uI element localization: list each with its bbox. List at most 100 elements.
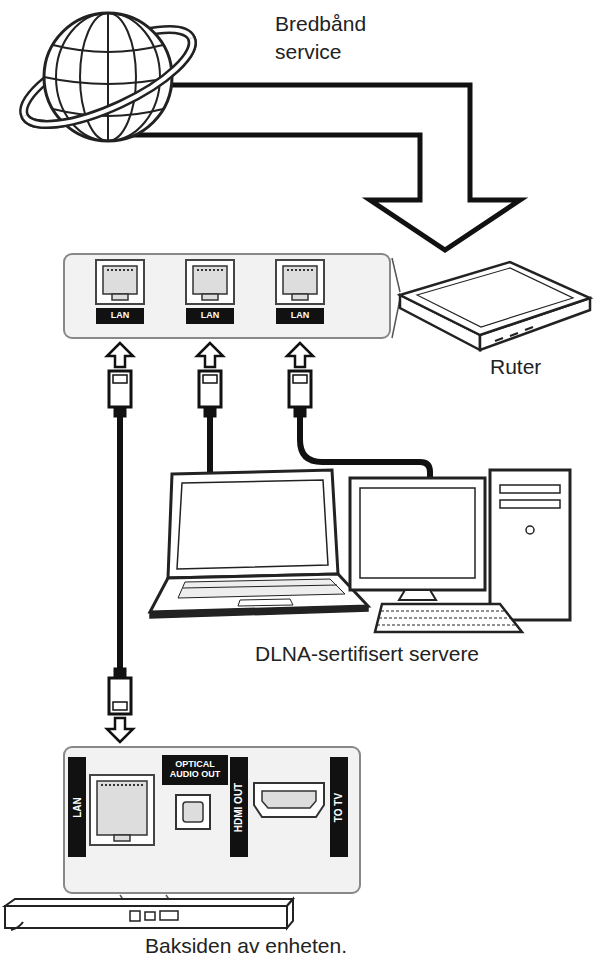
polygon-shape — [5, 899, 293, 906]
rect-shape — [64, 254, 390, 338]
ellipse-shape — [12, 11, 204, 143]
label-text: Ruter — [490, 355, 541, 378]
line-shape — [183, 585, 337, 588]
rect-shape — [96, 260, 144, 304]
port-label: LAN — [276, 308, 324, 324]
callout-line — [392, 258, 400, 292]
label-text: Bredbånd service — [275, 12, 366, 63]
polygon-shape — [107, 343, 133, 367]
rect-shape — [145, 912, 155, 920]
network-cable — [107, 343, 133, 742]
polygon-shape — [107, 718, 133, 742]
rect-shape — [490, 470, 570, 620]
rect-shape — [176, 795, 210, 829]
device-label: Baksiden av enheten. — [145, 932, 347, 960]
port-label: LAN — [96, 308, 144, 324]
rect-shape — [114, 668, 126, 678]
path-shape — [25, 38, 204, 143]
rect-shape — [64, 747, 360, 893]
line-shape — [381, 611, 505, 612]
line-shape — [287, 269, 313, 271]
polygon-shape — [238, 599, 293, 606]
internet-globe-art — [38, 5, 178, 150]
polygon-shape — [400, 262, 590, 335]
path-shape — [25, 38, 204, 143]
router: Ruter — [395, 250, 595, 390]
polygon-shape — [417, 268, 573, 327]
polygon-shape — [197, 343, 223, 367]
line-shape — [107, 269, 133, 271]
label-text: LAN — [111, 311, 130, 321]
rect-shape — [5, 906, 287, 928]
rect-shape — [283, 266, 317, 294]
rect-shape — [113, 375, 127, 383]
ellipse-shape — [80, 13, 136, 141]
rect-shape — [199, 371, 221, 407]
rect-shape — [500, 500, 560, 508]
label-text: LAN — [201, 311, 220, 321]
polygon-shape — [150, 606, 368, 618]
rect-shape — [276, 260, 324, 304]
label-text: Baksiden av enheten. — [145, 934, 347, 957]
rect-shape — [160, 911, 178, 920]
rect-shape — [202, 294, 218, 300]
line-shape — [117, 417, 123, 668]
rect-shape — [500, 485, 560, 493]
path-shape — [53, 45, 163, 52]
line-shape — [207, 417, 213, 472]
rect-shape — [186, 260, 234, 304]
device-rear-panel: LAN OPTICAL AUDIO OUT HDMI OUT TO TV — [62, 745, 362, 895]
port-label: LAN — [68, 757, 86, 857]
polygon-shape — [287, 343, 313, 367]
rect-shape — [294, 407, 306, 417]
ellipse-shape — [12, 11, 204, 143]
line-shape — [379, 618, 511, 619]
network-cable — [197, 343, 430, 478]
line-shape — [525, 327, 533, 330]
port-label: OPTICAL AUDIO OUT — [162, 755, 228, 785]
player-device: Baksiden av enheten. — [5, 898, 295, 932]
router-label: Ruter — [490, 353, 541, 381]
rect-shape — [203, 375, 217, 383]
path-shape — [11, 922, 23, 930]
router-port-panel-art — [62, 252, 392, 340]
polygon-shape — [168, 470, 338, 578]
polygon-shape — [262, 791, 316, 808]
rect-shape — [360, 488, 475, 578]
servers-label: DLNA-sertifisert servere — [255, 640, 479, 668]
rect-shape — [293, 375, 307, 383]
rect-shape — [183, 802, 203, 822]
rect-shape — [193, 266, 227, 294]
line-shape — [495, 338, 503, 341]
line-shape — [510, 333, 518, 336]
rect-shape — [204, 407, 216, 417]
polygon-shape — [287, 899, 293, 928]
label-text: HDMI OUT — [234, 782, 245, 831]
rect-shape — [289, 371, 311, 407]
polygon-shape — [375, 604, 522, 632]
rect-shape — [350, 478, 485, 590]
rect-shape — [97, 781, 147, 835]
circle-shape — [526, 526, 534, 534]
port-label: LAN — [186, 308, 234, 324]
port-label: TO TV — [330, 757, 348, 857]
label-text: LAN — [72, 797, 83, 818]
polygon-shape — [178, 579, 345, 598]
player-device-art — [5, 898, 295, 932]
rect-shape — [114, 407, 126, 417]
label-text: OPTICAL AUDIO OUT — [162, 760, 228, 780]
label-text: DLNA-sertifisert servere — [255, 642, 479, 665]
rect-shape — [113, 702, 127, 710]
broadband-arrow — [108, 85, 520, 250]
router-port-panel: LAN LAN LAN — [62, 252, 392, 340]
line-shape — [377, 625, 516, 626]
line-shape — [101, 784, 143, 786]
rect-shape — [114, 835, 130, 841]
polygon-shape — [254, 783, 324, 817]
rect-shape — [90, 775, 154, 845]
rect-shape — [103, 266, 137, 294]
polygon-shape — [177, 480, 328, 569]
internet-globe: Bredbånd service — [38, 5, 178, 150]
rect-shape — [109, 678, 131, 714]
